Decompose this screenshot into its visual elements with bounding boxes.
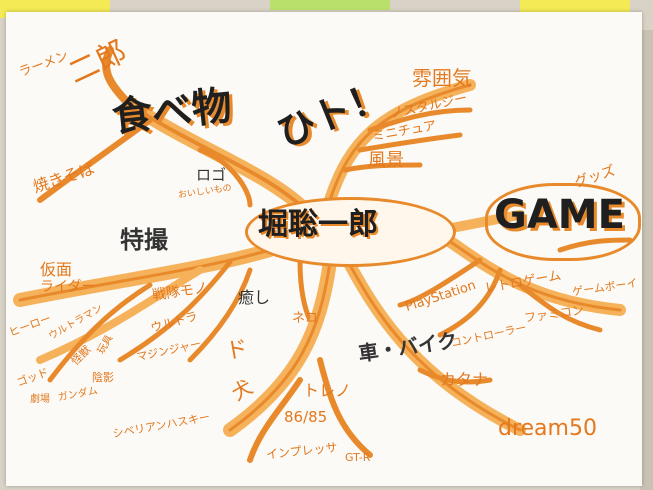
car-dog: ド (223, 336, 250, 365)
toku-kamen: 仮面 (40, 260, 73, 279)
topic-tokusatsu: 特撮 (120, 226, 168, 254)
hito-funiki: 雰囲気 (412, 66, 472, 90)
topic-game: GAME (494, 192, 625, 238)
topic-food: 食べ物 (109, 82, 235, 142)
toku-kamen2: 劇場 (30, 394, 50, 405)
toku-rider: ライダー (40, 279, 96, 295)
toku-kagemusha: 陰影 (92, 371, 114, 384)
game-oval (485, 183, 641, 261)
food-logo: ロゴ (196, 166, 227, 184)
sticky-note-top-right (520, 0, 630, 14)
sticky-note-right-edge (640, 30, 653, 490)
car-katana: カタナ (440, 370, 489, 389)
toku-iyashi: 癒し (238, 288, 271, 307)
center-oval (245, 197, 456, 267)
car-ae: 86/85 (284, 408, 328, 426)
toku-neko: ネコ (292, 311, 318, 326)
car-dream: dream50 (498, 416, 597, 441)
car-torino: トレノ (303, 381, 352, 400)
car-gtr: GT-R (345, 451, 371, 464)
hito-fukei: 風景 (368, 150, 404, 171)
sticky-note-top-center (270, 0, 390, 10)
center-topic: 堀聡一郎 (258, 207, 378, 242)
